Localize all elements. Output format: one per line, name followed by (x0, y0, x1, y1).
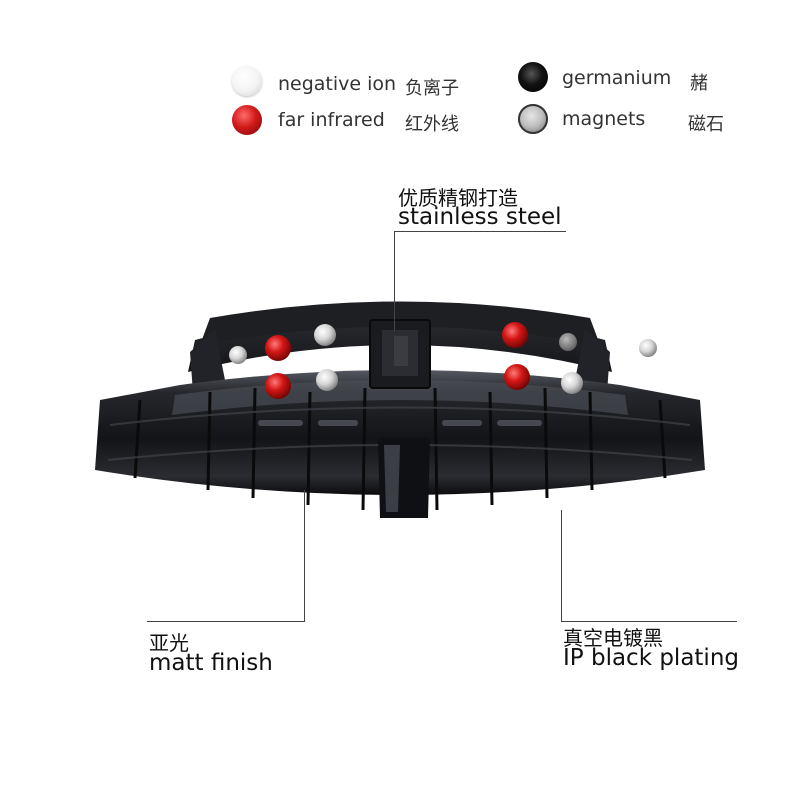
legend-label-germanium: germanium (562, 67, 672, 89)
callout-line-top-vertical (394, 231, 395, 331)
legend-label-far-infrared-zh: 红外线 (405, 114, 459, 135)
magnets-sphere-icon (518, 104, 548, 134)
callout-line-left-horizontal (147, 621, 305, 622)
callout-top-en: stainless steel (398, 204, 562, 230)
legend-label-negative-ion: negative ion (278, 73, 397, 95)
callout-left-zh: 亚光 (149, 631, 189, 655)
negative-ion-sphere-icon (232, 66, 262, 96)
callout-line-right-horizontal (561, 621, 737, 622)
callout-line-top-horizontal (394, 231, 566, 232)
germanium-sphere-icon (518, 62, 548, 92)
callout-top-zh: 优质精钢打造 (398, 186, 518, 210)
legend-label-germanium-zh: 赭 (690, 73, 708, 94)
callout-left-en: matt finish (149, 650, 273, 676)
legend-label-far-infrared: far infrared (278, 109, 385, 131)
far-infrared-sphere-icon (232, 105, 262, 135)
callout-line-right-vertical (561, 510, 562, 622)
callout-right-zh: 真空电镀黑 (563, 626, 663, 650)
legend-label-magnets-zh: 磁石 (688, 114, 724, 135)
legend-label-magnets: magnets (562, 108, 646, 130)
callout-right-en: IP black plating (563, 645, 739, 671)
callout-line-left-vertical (304, 490, 305, 622)
legend-label-negative-ion-zh: 负离子 (405, 78, 459, 99)
